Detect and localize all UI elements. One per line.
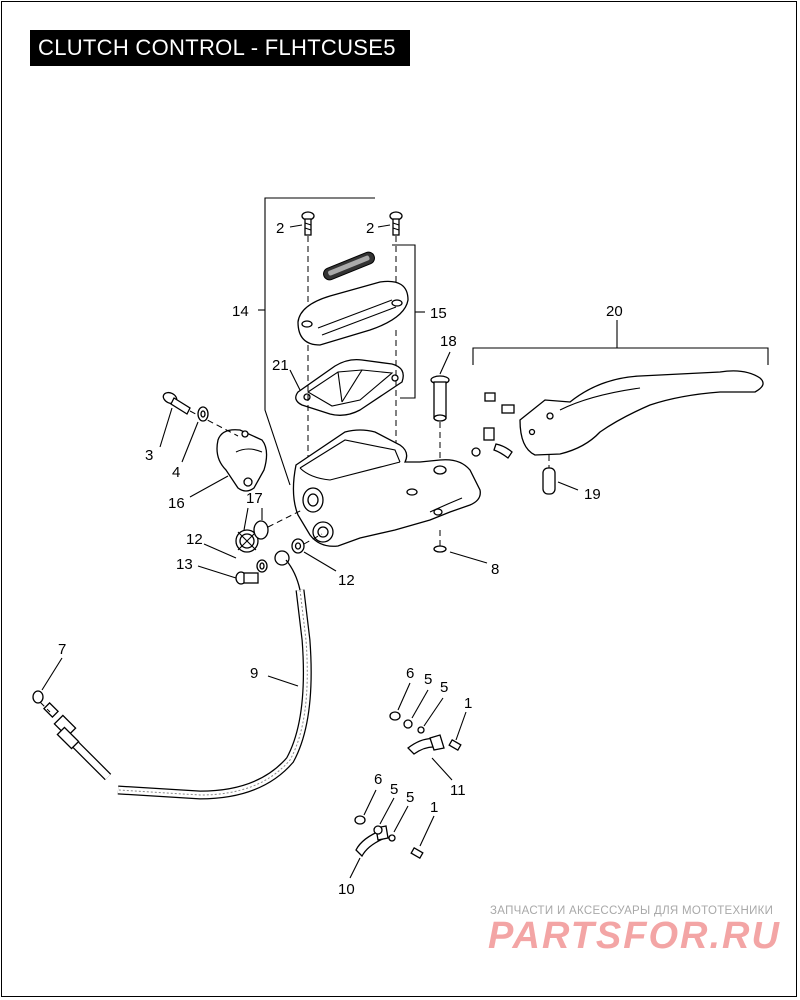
- assembly-bracket-14: [258, 197, 375, 486]
- clutch-switch-part-17: [235, 509, 303, 553]
- callout-15: 15: [430, 305, 447, 322]
- adjuster-hardware: [471, 392, 515, 459]
- washer-part-12-lower: [256, 559, 268, 573]
- assembly-bracket-15: [392, 244, 425, 399]
- callout-11: 11: [450, 782, 466, 799]
- callout-9: 9: [250, 665, 258, 682]
- callout-20: 20: [606, 303, 623, 320]
- screw-part-2-left: [301, 211, 315, 320]
- watermark-logo: PARTSFOR.RU: [488, 915, 781, 957]
- clip-part-11: [389, 711, 462, 755]
- callout-17: 17: [246, 490, 263, 507]
- callout-5-lower-left: 5: [390, 781, 398, 798]
- callout-1-lower: 1: [430, 799, 438, 816]
- washer-part-4: [197, 406, 209, 422]
- callout-13: 13: [176, 556, 193, 573]
- screw-part-2-right: [389, 211, 403, 300]
- diagram-title: CLUTCH CONTROL - FLHTCUSE5: [30, 30, 410, 66]
- hydraulic-clutch-line-part-9: [43, 550, 312, 800]
- reservoir-cover-part-15: [297, 280, 409, 346]
- callout-5-lower-right: 5: [406, 789, 414, 806]
- callout-18: 18: [440, 333, 457, 350]
- callout-16: 16: [168, 495, 185, 512]
- callout-4: 4: [172, 464, 180, 481]
- callout-5-upper-right: 5: [440, 679, 448, 696]
- callout-19: 19: [584, 486, 601, 503]
- leader-lines: [41, 224, 579, 879]
- o-ring-part-8: [433, 530, 447, 553]
- clip-part-10: [354, 815, 424, 859]
- bolt-part-3: [162, 391, 239, 437]
- callout-12-right: 12: [338, 572, 355, 589]
- callout-2-left: 2: [276, 220, 284, 237]
- callout-6-lower: 6: [374, 771, 382, 788]
- master-cylinder-body: [292, 429, 481, 547]
- callout-14: 14: [232, 303, 249, 320]
- o-ring-part-7: [32, 690, 44, 704]
- assembly-bracket-20: [472, 320, 769, 365]
- callout-6-upper: 6: [406, 665, 414, 682]
- callout-2-right: 2: [366, 220, 374, 237]
- callout-21: 21: [272, 357, 289, 374]
- callout-3: 3: [145, 447, 153, 464]
- pivot-pin-part-18: [430, 375, 450, 462]
- callout-10: 10: [338, 881, 355, 898]
- washer-part-12-upper: [291, 538, 305, 554]
- watermark-tagline: ЗАПЧАСТИ И АКСЕССУАРЫ ДЛЯ МОТОТЕХНИКИ: [490, 905, 774, 917]
- clutch-lever-part-20: [519, 370, 764, 456]
- callout-labels: 2 2 14 15 21 18 20 3 4 16 17 12 13 12 19…: [58, 220, 623, 898]
- handlebar-clamp-part-16: [216, 429, 268, 492]
- callout-5-upper-left: 5: [424, 671, 432, 688]
- diaphragm-part-21: [295, 358, 404, 416]
- callout-12-left: 12: [186, 531, 203, 548]
- banjo-bolt-part-13: [235, 571, 259, 585]
- reservoir-label-decal: [323, 251, 375, 281]
- pin-part-19: [542, 455, 556, 495]
- callout-8: 8: [491, 561, 499, 578]
- callout-1-upper: 1: [464, 695, 472, 712]
- callout-7: 7: [58, 641, 66, 658]
